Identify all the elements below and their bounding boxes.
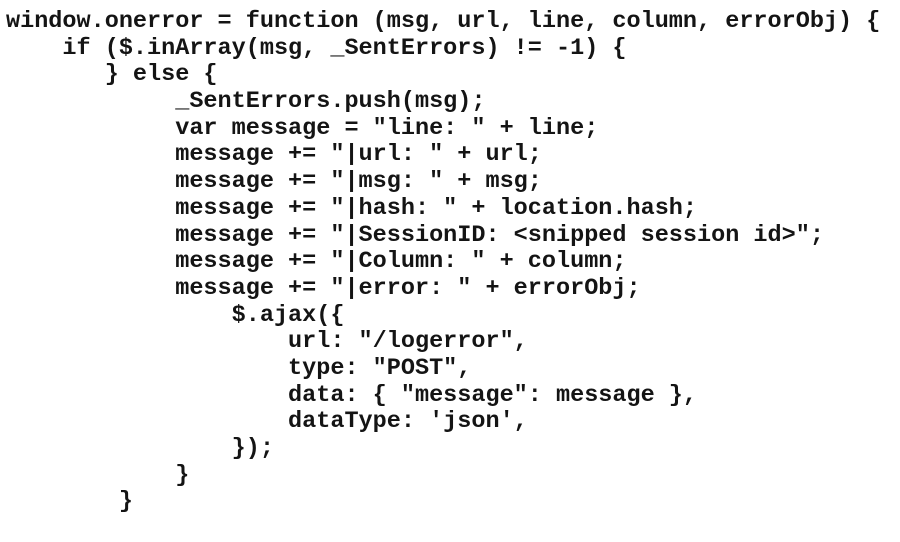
code-line-senterrors-push: _SentErrors.push(msg); (6, 88, 486, 116)
code-line-message-hash: message += "|hash: " + location.hash; (6, 194, 698, 222)
code-line-message-msg: message += "|msg: " + msg; (6, 168, 542, 196)
code-line-message-column: message += "|Column: " + column; (6, 248, 627, 276)
code-line-ajax-type: type: "POST", (6, 354, 472, 382)
code-line-brace-close-outer: } (6, 488, 133, 516)
code-line-ajax-url: url: "/logerror", (6, 328, 528, 356)
code-line-else: } else { (6, 61, 218, 89)
code-line-message-error: message += "|error: " + errorObj; (6, 274, 641, 302)
code-line-ajax-datatype: dataType: 'json', (6, 408, 528, 436)
code-line-ajax-open: $.ajax({ (6, 301, 345, 329)
code-block: window.onerror = function (msg, url, lin… (6, 8, 881, 516)
code-line-brace-close-inner: } (6, 461, 190, 489)
code-line-var-message: var message = "line: " + line; (6, 114, 599, 142)
code-line-message-url: message += "|url: " + url; (6, 141, 542, 169)
code-line-ajax-close: }); (6, 435, 274, 462)
code-line-window-onerror: window.onerror = function (msg, url, lin… (6, 8, 881, 35)
code-line-message-sessionid: message += "|SessionID: <snipped session… (6, 221, 824, 249)
code-line-if-inarray: if ($.inArray(msg, _SentErrors) != -1) { (6, 34, 627, 62)
code-line-ajax-data: data: { "message": message }, (6, 381, 698, 409)
